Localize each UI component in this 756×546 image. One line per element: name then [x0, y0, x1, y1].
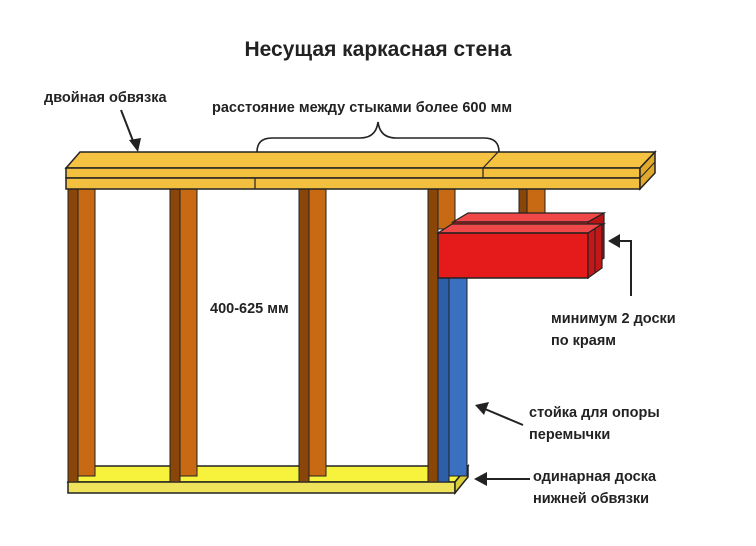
joint-distance-brace — [256, 121, 500, 153]
jack-stud-line-2: перемычки — [529, 427, 611, 443]
double-top-plate — [64, 150, 657, 191]
bottom-plate-line-1: одинарная доска — [533, 469, 657, 485]
bottom-plate-label: одинарная доска нижней обвязки — [533, 466, 656, 510]
stud-2 — [169, 188, 198, 483]
joint-distance-label: расстояние между стыками более 600 мм — [212, 100, 513, 116]
double-top-plate-label: двойная обвязка — [44, 90, 167, 106]
stud-3 — [298, 188, 327, 483]
header-boards-label: минимум 2 доски по краям — [551, 308, 676, 352]
stud-1 — [67, 188, 96, 483]
jack-stud-label: стойка для опоры перемычки — [529, 402, 660, 446]
diagram-title: Несущая каркасная стена — [244, 38, 512, 61]
header-boards-line-2: по краям — [551, 333, 617, 349]
header-boards — [435, 211, 607, 280]
bottom-plate-line-2: нижней обвязки — [533, 491, 650, 507]
jack-stud-arrow — [484, 408, 524, 426]
annotation-arrows — [120, 109, 632, 486]
header-boards-line-1: минимум 2 доски — [551, 311, 676, 327]
header-arrow — [618, 240, 632, 296]
jack-stud — [437, 277, 468, 483]
bottom-plate — [66, 463, 470, 496]
stud-spacing-label: 400-625 мм — [210, 301, 289, 317]
jack-stud-line-1: стойка для опоры — [529, 405, 660, 421]
